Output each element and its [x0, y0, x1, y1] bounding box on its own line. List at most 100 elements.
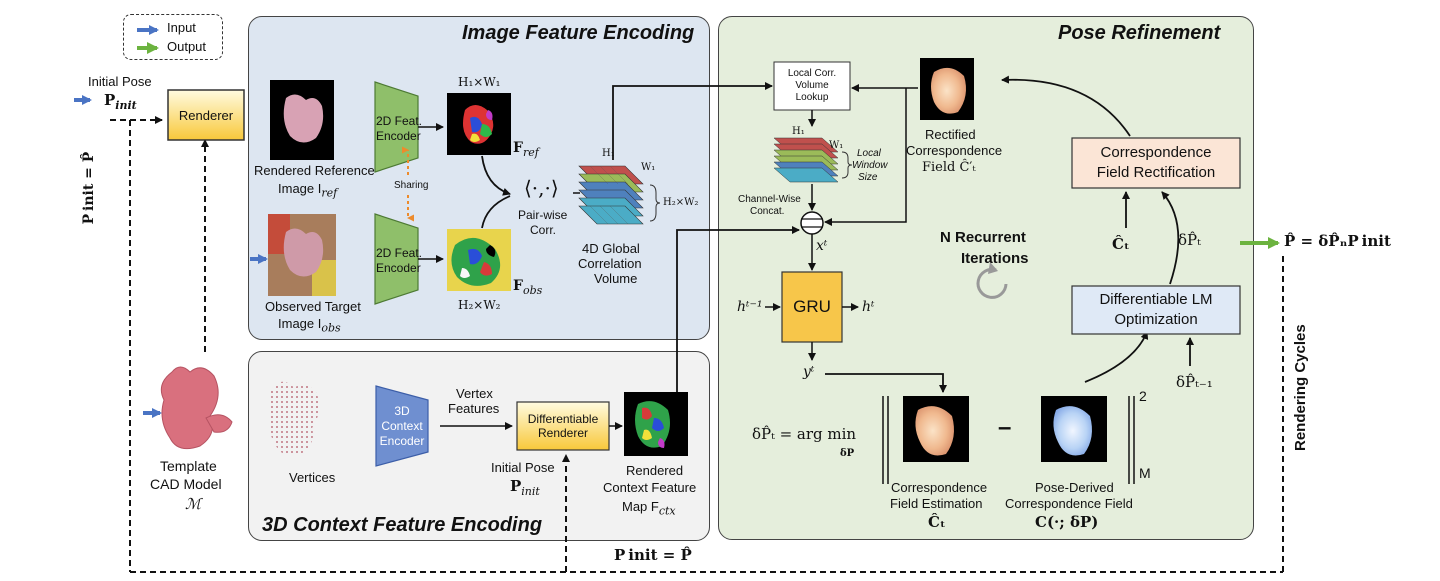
h2w2-label: H₂×W₂ [458, 298, 501, 312]
diff-renderer-line1: Differentiable [527, 412, 599, 426]
diff-renderer-line2: Renderer [537, 426, 589, 440]
encoder1-line1: 2D Feat. [376, 114, 423, 128]
renderer-label: Renderer [178, 107, 234, 123]
lm-line2: Optimization [1114, 311, 1198, 328]
est-symbol: Ĉₜ [928, 513, 946, 531]
p-init-letter: P [104, 91, 116, 109]
argmin-sub: δP [840, 448, 855, 459]
h-t-label: hᵗ [862, 299, 875, 315]
ctx-map-text: Map F [622, 499, 659, 514]
observed-sub: obs [321, 321, 341, 335]
vol-line3: Volume [594, 271, 638, 286]
gru-label: GRU [793, 297, 831, 316]
ctx-line1: Rendered [626, 463, 684, 478]
delta-p-prev-label: δP̂ₜ₋₁ [1176, 373, 1213, 391]
encoder2-line2: Encoder [376, 261, 421, 275]
derived-symbol: C(·; δP) [1035, 513, 1099, 531]
xt-label: xᵗ [816, 238, 828, 254]
image-feature-title: Image Feature Encoding [462, 22, 695, 44]
y-t-label: yᵗ [803, 364, 815, 380]
legend-output-label: Output [167, 39, 207, 54]
context-map-blobs [635, 401, 670, 448]
vol-w1-label: W₁ [641, 162, 656, 173]
vertical-pinit-eq: P init = P̂ [81, 151, 97, 225]
template-label-line2: CAD Model [150, 476, 222, 492]
delta-p-t-label: δP̂ₜ [1178, 231, 1201, 249]
template-cad-shape [160, 366, 233, 450]
vertices-point-cloud [268, 381, 320, 456]
context-p-sub: init [521, 485, 540, 498]
encoder1-line2: Encoder [376, 129, 421, 143]
output-eq: P̂ = δP̂ₙP init [1284, 232, 1391, 250]
lookup-line2: Volume [795, 80, 829, 91]
vol-line2: Correlation [578, 256, 642, 271]
derived-line2: Correspondence Field [1005, 496, 1133, 511]
h-prev-label: hᵗ⁻¹ [737, 299, 763, 315]
argmin-lhs: δP̂ₜ = arg min [752, 425, 857, 443]
encoder2-line1: 2D Feat. [376, 246, 423, 260]
lm-line1: Differentiable LM [1099, 291, 1213, 308]
feature-map-ref-blobs [463, 105, 494, 144]
h1w1-label: H₁×W₁ [458, 75, 501, 89]
local-window-line2: Window [852, 160, 888, 171]
renderer-box-shape [167, 89, 245, 141]
context-p-init: Pinit [510, 478, 540, 500]
legend [123, 14, 223, 60]
f-ref-label: Fref [513, 140, 539, 161]
context-p-letter: P [510, 477, 522, 495]
p-init-symbol: Pinit [104, 92, 137, 114]
gru-box[interactable]: GRU [782, 272, 842, 342]
observed-image-label: Image Iobs [278, 316, 341, 337]
norm-sub: M [1139, 465, 1151, 481]
lm-box[interactable]: Differentiable LM Optimization [1072, 286, 1240, 334]
rendered-ref-image-label: Image Iref [278, 181, 337, 202]
context-initial-pose: Initial Pose [491, 460, 555, 475]
diff-renderer-button[interactable]: Differentiable Renderer [517, 402, 609, 450]
context-encoder-line3: Encoder [379, 434, 425, 448]
pairwise-line1: Pair-wise [518, 208, 568, 222]
correlation-volume-shape [578, 165, 661, 225]
vertex-features-line2: Features [448, 401, 500, 416]
rectification-line2: Field Rectification [1096, 164, 1216, 181]
initial-pose-label: Initial Pose [88, 74, 152, 89]
small-h1-label: H₁ [792, 126, 805, 137]
rendering-cycles-label: Rendering Cycles [1292, 324, 1309, 451]
rendered-ref-sub: ref [321, 186, 338, 200]
small-w1-label: W₁ [829, 140, 844, 151]
local-window-line1: Local [857, 148, 881, 159]
local-volume-shape [773, 137, 839, 183]
sharing-label: Sharing [394, 180, 429, 191]
est-line1: Correspondence [891, 480, 988, 495]
vol-h2w2-label: H₂×W₂ [663, 197, 699, 208]
channel-wise-line2: Concat. [750, 206, 785, 217]
rectification-box[interactable]: Correspondence Field Rectification [1072, 138, 1240, 188]
f-ref-letter: F [513, 140, 523, 156]
rendered-ref-label: Rendered Reference [254, 163, 375, 178]
f-obs-sub: obs [522, 283, 543, 297]
est-line2: Field Estimation [890, 496, 983, 511]
rectified-line1: Rectified [925, 127, 976, 142]
vertices-label: Vertices [289, 470, 336, 485]
f-obs-letter: F [513, 278, 523, 294]
recurrent-line2: Iterations [961, 250, 1029, 267]
observed-image-text: Image I [278, 316, 322, 331]
local-window-line3: Size [858, 172, 878, 183]
legend-input-label: Input [167, 20, 196, 35]
rectification-line1: Correspondence [1100, 144, 1212, 161]
template-label-line1: Template [160, 458, 217, 474]
renderer-button[interactable]: Renderer [168, 90, 244, 140]
pairwise-line2: Corr. [530, 223, 557, 237]
lookup-box[interactable]: Local Corr. Volume Lookup [774, 62, 850, 110]
template-symbol: ℳ [185, 495, 202, 513]
rectified-field-label: Field Ĉ′ₜ [922, 160, 976, 175]
ctx-map-label: Map Fctx [622, 499, 676, 520]
minus-sign: – [998, 414, 1012, 441]
context-feature-title: 3D Context Feature Encoding [262, 514, 543, 536]
c-hat-t-label: Ĉₜ [1112, 235, 1130, 253]
rendered-ref-image-text: Image I [278, 181, 322, 196]
p-init-sub: init [115, 99, 137, 112]
f-ref-sub: ref [522, 145, 539, 159]
context-encoder-line2: Context [381, 419, 423, 433]
feature-map-obs-blobs [451, 237, 501, 286]
